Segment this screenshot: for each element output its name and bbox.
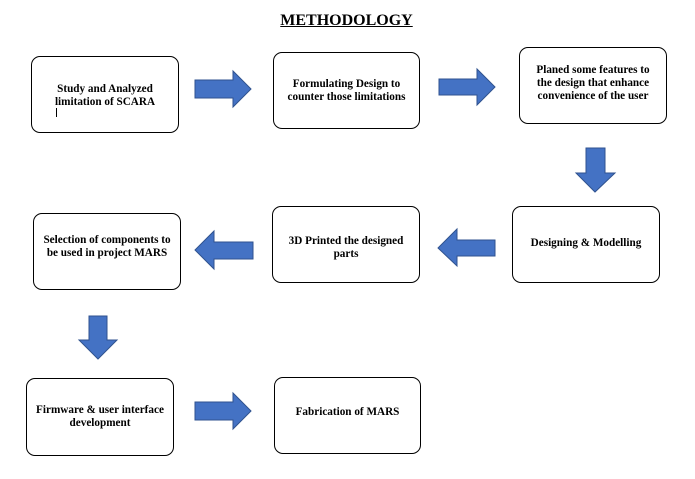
arrow-right-icon bbox=[194, 69, 252, 109]
step-study-box: Study and Analyzed limitation of SCARA bbox=[31, 56, 179, 133]
arrow-left-icon bbox=[437, 227, 496, 268]
step-printed-box: 3D Printed the designed parts bbox=[272, 206, 420, 283]
step-formulating-box: Formulating Design to counter those limi… bbox=[273, 52, 420, 129]
step-fabrication-label: Fabrication of MARS bbox=[295, 406, 400, 418]
step-formulating-label: Formulating Design to counter those limi… bbox=[287, 77, 406, 103]
step-components-box: Selection of components to be used in pr… bbox=[33, 213, 181, 290]
step-components-label: Selection of components to be used in pr… bbox=[43, 234, 171, 259]
step-fabrication-box: Fabrication of MARS bbox=[274, 377, 421, 454]
diagram-title: METHODOLOGY bbox=[280, 12, 413, 29]
arrow-right-icon bbox=[438, 67, 496, 107]
text-cursor bbox=[56, 108, 57, 117]
step-firmware-box: Firmware & user interface development bbox=[26, 378, 174, 456]
arrow-down-icon bbox=[77, 315, 119, 360]
step-features-label: Planed some features to the design that … bbox=[536, 64, 650, 102]
arrow-down-icon bbox=[574, 147, 617, 193]
step-firmware-label: Firmware & user interface development bbox=[36, 404, 164, 429]
step-printed-label: 3D Printed the designed parts bbox=[288, 235, 404, 260]
step-modelling-label: Designing & Modelling bbox=[530, 237, 642, 249]
step-features-box: Planed some features to the design that … bbox=[519, 47, 667, 124]
step-study-label: Study and Analyzed limitation of SCARA bbox=[54, 82, 156, 108]
arrow-right-icon bbox=[194, 391, 252, 431]
arrow-left-icon bbox=[194, 229, 254, 271]
step-modelling-box: Designing & Modelling bbox=[512, 206, 660, 283]
